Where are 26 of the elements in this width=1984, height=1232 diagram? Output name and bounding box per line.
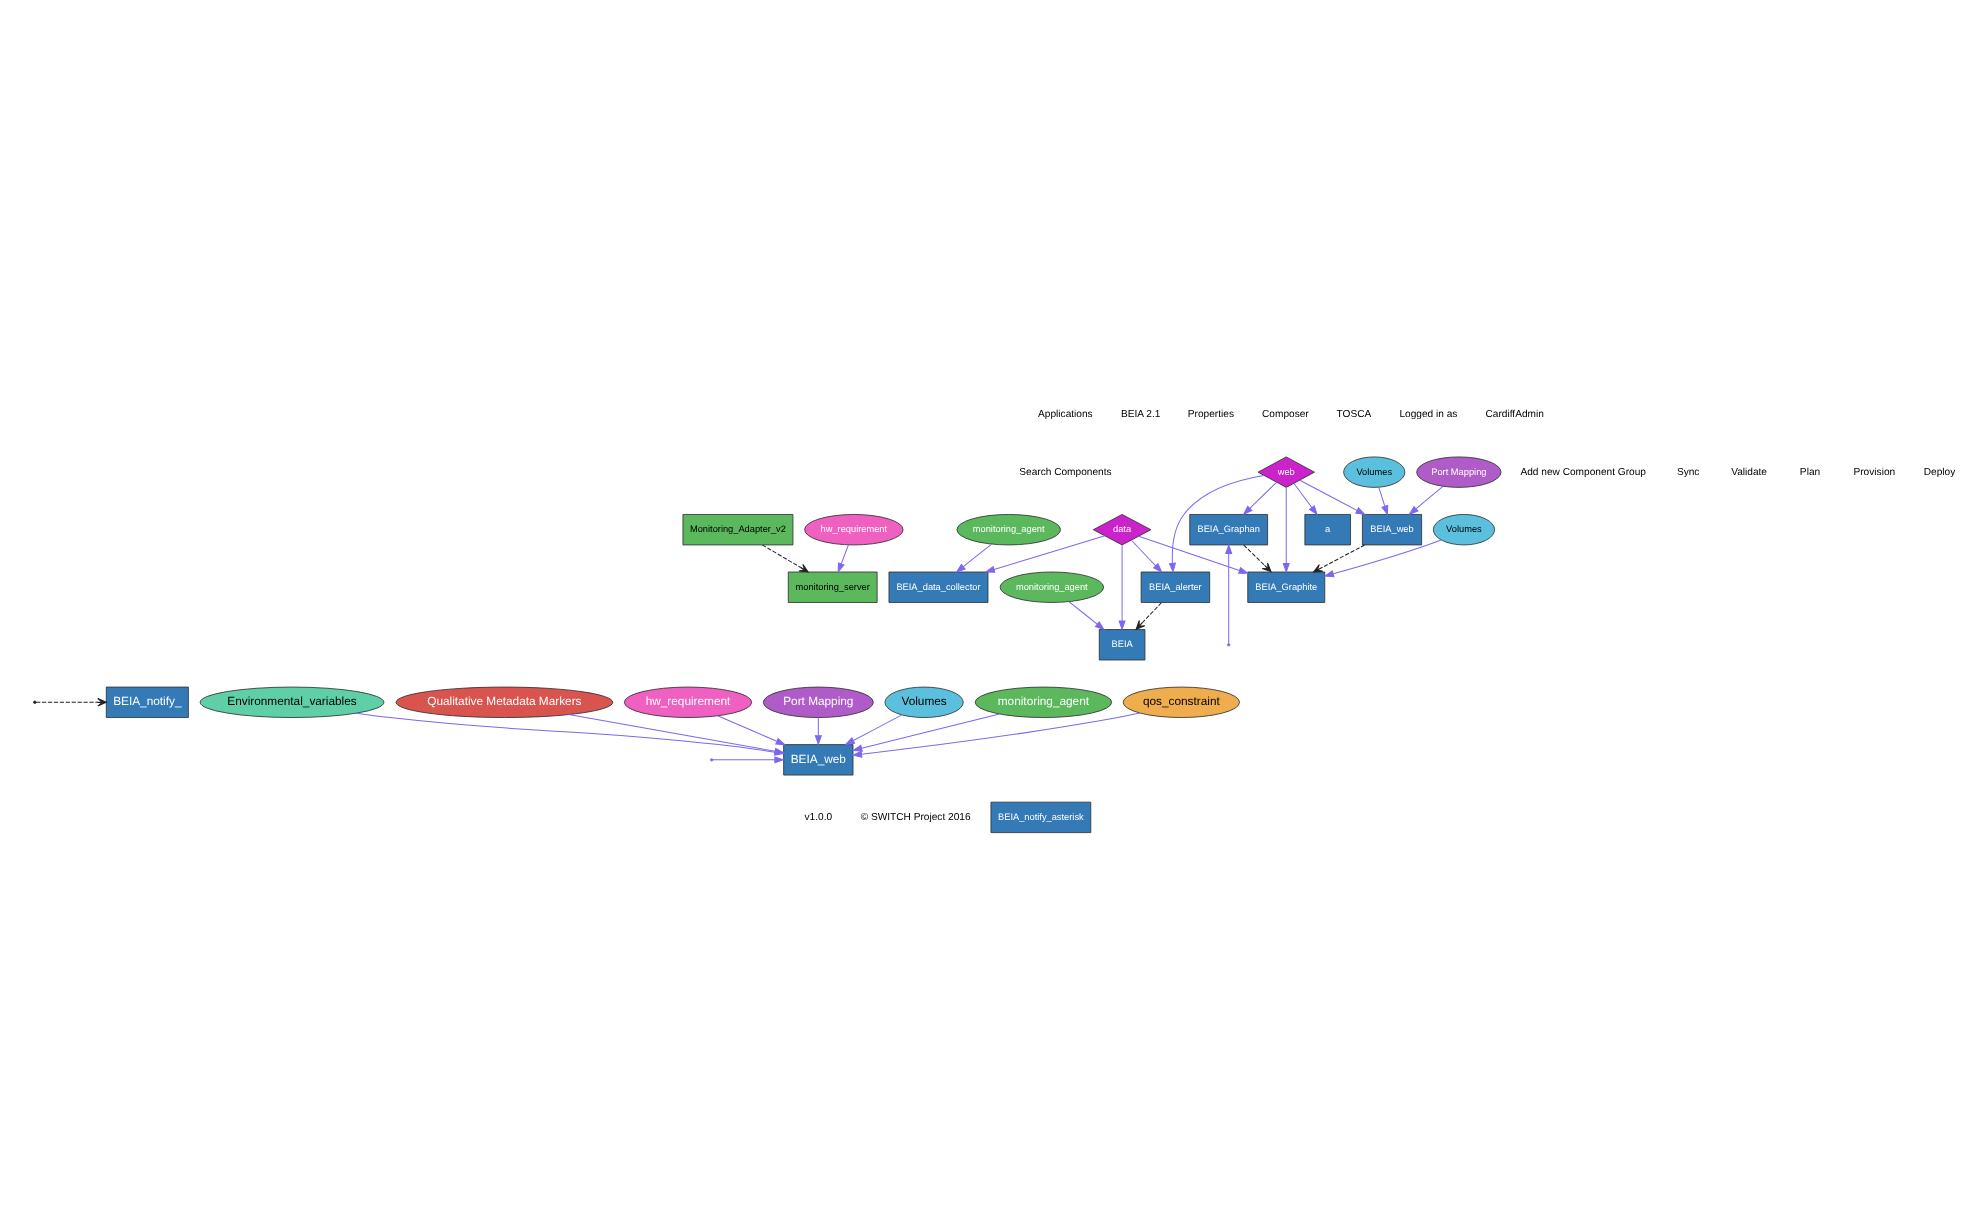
arrow (1225, 543, 1233, 644)
arrow (851, 712, 1141, 758)
arrow (844, 714, 903, 746)
arrow (837, 544, 849, 574)
arrow (1168, 474, 1265, 574)
arrow (717, 715, 787, 746)
arrow (1130, 539, 1163, 574)
arrow (1313, 544, 1365, 573)
arrow (1242, 481, 1277, 516)
arrow (1135, 602, 1162, 630)
arrow (1323, 539, 1442, 578)
arrow (1138, 535, 1250, 574)
arrow (762, 544, 809, 573)
arrow (1299, 479, 1366, 516)
arrow (984, 535, 1106, 573)
arrow (851, 713, 1000, 752)
arrow (1118, 544, 1126, 631)
arrow (1282, 487, 1290, 574)
arrow (1068, 601, 1106, 631)
arrow (955, 543, 992, 573)
arrow (1408, 486, 1444, 516)
arrow (35, 701, 99, 703)
arrow (1243, 544, 1272, 573)
arrow (1293, 483, 1318, 516)
arrow (814, 717, 822, 746)
arrow (1378, 486, 1389, 516)
